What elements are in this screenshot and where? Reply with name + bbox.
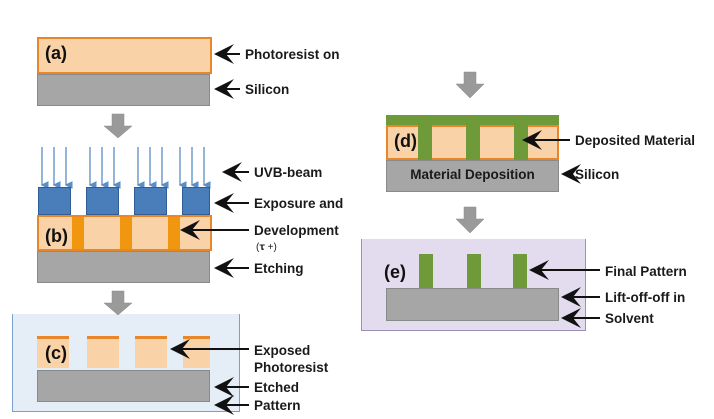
photoresist-layer-a: [37, 37, 212, 74]
silicon-substrate-d: [386, 160, 559, 192]
silicon-substrate-e: [386, 288, 559, 321]
deposited-layer-top: [386, 115, 559, 125]
exposed-region-3: [168, 217, 180, 249]
photoresist-post-1: [37, 336, 69, 368]
label-silicon-a: Silicon: [245, 82, 290, 97]
final-pattern-column-2: [467, 254, 481, 288]
final-pattern-column-3: [513, 254, 527, 288]
mask-block-1: [38, 187, 71, 215]
label-photoresist-on: Photoresist on: [245, 47, 340, 62]
silicon-substrate-b: [37, 251, 210, 283]
label-development: Development: [254, 223, 339, 238]
step-arrow-b-to-c: [103, 290, 133, 316]
panel-letter-e: (e): [384, 262, 406, 282]
label-solvent: Solvent: [605, 311, 654, 326]
beam-lines: [40, 147, 211, 189]
label-silicon-d: Silicon: [575, 167, 620, 182]
label-photoresist: Photoresist: [254, 360, 329, 375]
photoresist-post-2: [87, 336, 119, 368]
exposed-region-2: [120, 217, 132, 249]
label-etched: Etched: [254, 380, 300, 395]
label-etching: Etching: [254, 261, 304, 276]
label-exposure-and: Exposure and: [254, 196, 344, 211]
step-arrow-into-d: [455, 71, 485, 99]
silicon-substrate-c: [37, 370, 210, 402]
step-arrow-a-to-b: [103, 113, 133, 139]
final-pattern-column-1: [419, 254, 433, 288]
photoresist-post-3: [135, 336, 167, 368]
exposed-region-1: [72, 217, 84, 249]
label-lift-off: Lift-off-off in: [605, 290, 686, 305]
label-uvb-beam: UVB-beam: [254, 165, 323, 180]
label-final-pattern: Final Pattern: [605, 264, 687, 279]
mask-block-3: [134, 187, 167, 215]
material-deposition-text: Material Deposition: [410, 167, 535, 182]
panel-letter-c: (c): [45, 343, 67, 363]
label-development-note: (𝛕 +): [256, 242, 277, 253]
mask-block-2: [86, 187, 119, 215]
label-exposed: Exposed: [254, 343, 311, 358]
uvb-beam-arrows: [40, 147, 211, 189]
deposit-column-2: [466, 125, 480, 160]
mask-block-4: [182, 187, 210, 215]
label-deposited-material: Deposited Material: [575, 133, 696, 148]
panel-letter-d: (d): [394, 131, 417, 151]
label-pattern: Pattern: [254, 398, 301, 413]
panel-letter-a: (a): [45, 43, 67, 63]
step-arrow-d-to-e: [455, 206, 485, 234]
panel-letter-b: (b): [45, 226, 68, 246]
silicon-substrate-a: [37, 74, 210, 106]
deposit-column-1: [418, 125, 432, 160]
